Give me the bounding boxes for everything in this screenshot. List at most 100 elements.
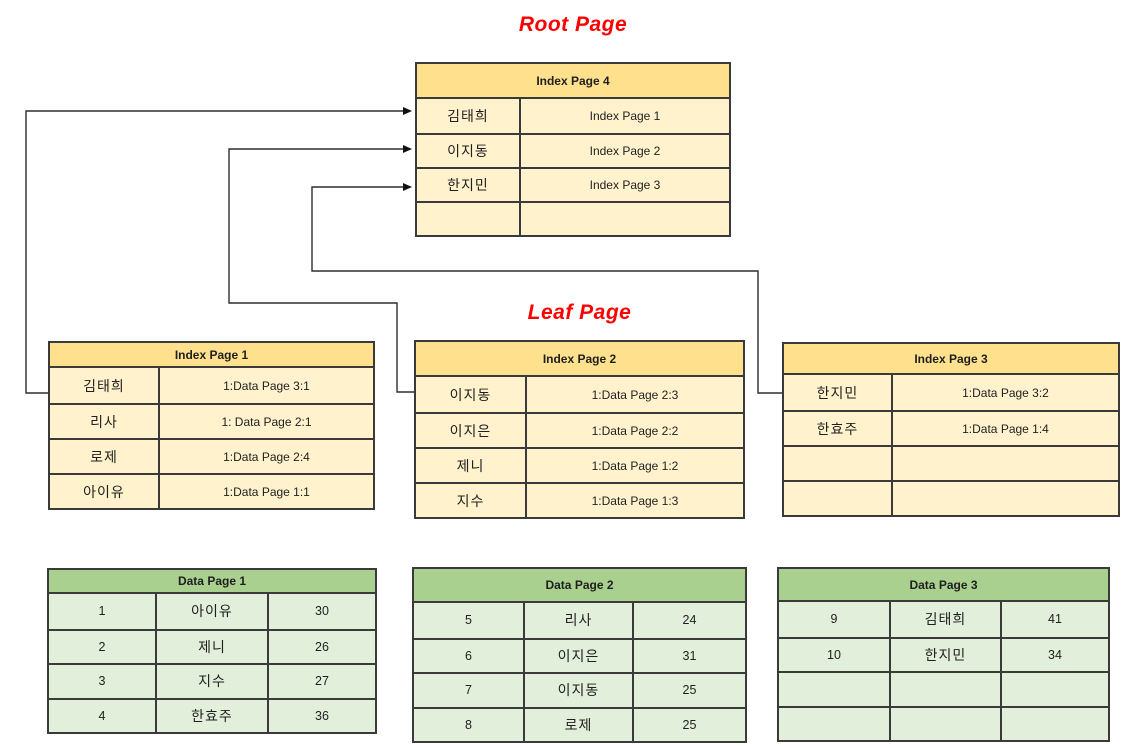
- table-index-page-1: Index Page 1 김태희 1:Data Page 3:1 리사 1: D…: [48, 341, 375, 510]
- table-header: Index Page 1: [50, 343, 373, 368]
- key-cell: 지수: [416, 484, 527, 517]
- leaf-page-title: Leaf Page: [527, 301, 632, 324]
- table-row: 1 아이유 30: [49, 594, 375, 629]
- table-row: 4 한효주 36: [49, 697, 375, 732]
- pointer-cell: [893, 482, 1118, 515]
- id-cell: 8: [414, 708, 525, 741]
- table-header: Index Page 4: [417, 64, 729, 99]
- table-row: 5 리사 24: [414, 603, 745, 638]
- key-cell: [784, 482, 893, 515]
- name-cell: 이지은: [525, 639, 634, 672]
- table-row: 김태희 1:Data Page 3:1: [50, 368, 373, 403]
- pointer-cell: 1:Data Page 2:3: [591, 387, 679, 402]
- key-cell: 김태희: [50, 368, 160, 403]
- name-cell: 한효주: [157, 699, 269, 732]
- name-cell: 지수: [157, 665, 269, 698]
- table-row: 리사 1: Data Page 2:1: [50, 403, 373, 438]
- age-cell: 25: [682, 683, 697, 698]
- pointer-cell: [893, 447, 1118, 480]
- root-page-title: Root Page: [518, 13, 628, 36]
- key-cell: 이지은: [416, 414, 527, 447]
- table-header: Data Page 3: [779, 569, 1108, 602]
- table-row: [784, 480, 1118, 515]
- table-row: 로제 1:Data Page 2:4: [50, 438, 373, 473]
- pointer-cell: 1:Data Page 1:2: [591, 458, 679, 473]
- age-cell: 34: [1048, 647, 1062, 662]
- table-header: Data Page 2: [414, 569, 745, 603]
- table-row: 제니 1:Data Page 1:2: [416, 447, 743, 482]
- table-row: 2 제니 26: [49, 628, 375, 663]
- key-cell: 로제: [50, 440, 160, 473]
- id-cell: 1: [49, 594, 157, 629]
- age-cell: 25: [682, 717, 697, 732]
- key-cell: 제니: [416, 449, 527, 482]
- pointer-cell: 1:Data Page 1:3: [591, 493, 679, 508]
- pointer-cell: 1: Data Page 2:1: [221, 414, 312, 429]
- pointer-cell: Index Page 3: [589, 178, 661, 192]
- table-row: [779, 671, 1108, 706]
- age-cell: [1002, 708, 1108, 741]
- key-cell: 리사: [50, 405, 160, 438]
- table-data-page-1: Data Page 1 1 아이유 30 2 제니 26 3 지수 27 4 한…: [47, 568, 377, 734]
- name-cell: 제니: [157, 630, 269, 663]
- table-row: 7 이지동 25: [414, 672, 745, 707]
- table-row: 한효주 1:Data Page 1:4: [784, 410, 1118, 445]
- table-data-page-3: Data Page 3 9 김태희 41 10 한지민 34: [777, 567, 1110, 742]
- pointer-cell: 1:Data Page 3:1: [223, 378, 310, 393]
- id-cell: 5: [414, 603, 525, 638]
- id-cell: 4: [49, 699, 157, 732]
- name-cell: 로제: [525, 708, 634, 741]
- table-row: 8 로제 25: [414, 706, 745, 741]
- pointer-cell: 1:Data Page 1:1: [223, 484, 310, 499]
- table-row: 한지민 Index Page 3: [417, 167, 729, 201]
- table-row: 이지동 Index Page 2: [417, 133, 729, 167]
- table-index-page-4: Index Page 4 김태희 Index Page 1 이지동 Index …: [415, 62, 731, 237]
- age-cell: [1002, 673, 1108, 706]
- pointer-cell: Index Page 2: [589, 144, 661, 158]
- name-cell: 김태희: [891, 602, 1002, 637]
- id-cell: 7: [414, 674, 525, 707]
- id-cell: 9: [779, 602, 891, 637]
- id-cell: [779, 673, 891, 706]
- key-cell: 한지민: [784, 375, 893, 410]
- table-row: [417, 201, 729, 235]
- id-cell: 2: [49, 630, 157, 663]
- table-row: 이지은 1:Data Page 2:2: [416, 412, 743, 447]
- pointer-cell: 1:Data Page 2:4: [223, 449, 310, 464]
- table-index-page-3: Index Page 3 한지민 1:Data Page 3:2 한효주 1:D…: [782, 342, 1120, 517]
- table-data-page-2: Data Page 2 5 리사 24 6 이지은 31 7 이지동 25 8 …: [412, 567, 747, 743]
- age-cell: 26: [315, 639, 329, 654]
- pointer-cell: Index Page 1: [589, 109, 661, 123]
- table-row: 아이유 1:Data Page 1:1: [50, 473, 373, 508]
- name-cell: 리사: [525, 603, 634, 638]
- name-cell: 이지동: [525, 674, 634, 707]
- age-cell: 24: [682, 613, 697, 628]
- pointer-cell: [521, 203, 729, 235]
- id-cell: [779, 707, 891, 740]
- table-row: 9 김태희 41: [779, 602, 1108, 637]
- key-cell: 이지동: [417, 135, 521, 167]
- table-row: 이지동 1:Data Page 2:3: [416, 377, 743, 412]
- name-cell: [891, 707, 1002, 740]
- key-cell: 이지동: [416, 377, 527, 412]
- table-header: Data Page 1: [49, 570, 375, 594]
- table-header: Index Page 3: [784, 344, 1118, 375]
- key-cell: [417, 203, 521, 235]
- key-cell: 한지민: [417, 169, 521, 201]
- id-cell: 3: [49, 665, 157, 698]
- key-cell: 한효주: [784, 412, 893, 445]
- table-index-page-2: Index Page 2 이지동 1:Data Page 2:3 이지은 1:D…: [414, 340, 745, 519]
- table-row: 김태희 Index Page 1: [417, 99, 729, 133]
- table-header: Index Page 2: [416, 342, 743, 377]
- table-row: 지수 1:Data Page 1:3: [416, 482, 743, 517]
- pointer-cell: 1:Data Page 1:4: [962, 421, 1049, 436]
- name-cell: 한지민: [891, 638, 1002, 671]
- key-cell: 아이유: [50, 475, 160, 508]
- key-cell: [784, 447, 893, 480]
- name-cell: 아이유: [157, 594, 269, 629]
- table-row: 10 한지민 34: [779, 636, 1108, 671]
- age-cell: 36: [315, 708, 329, 723]
- table-row: 한지민 1:Data Page 3:2: [784, 375, 1118, 410]
- age-cell: 31: [682, 648, 697, 663]
